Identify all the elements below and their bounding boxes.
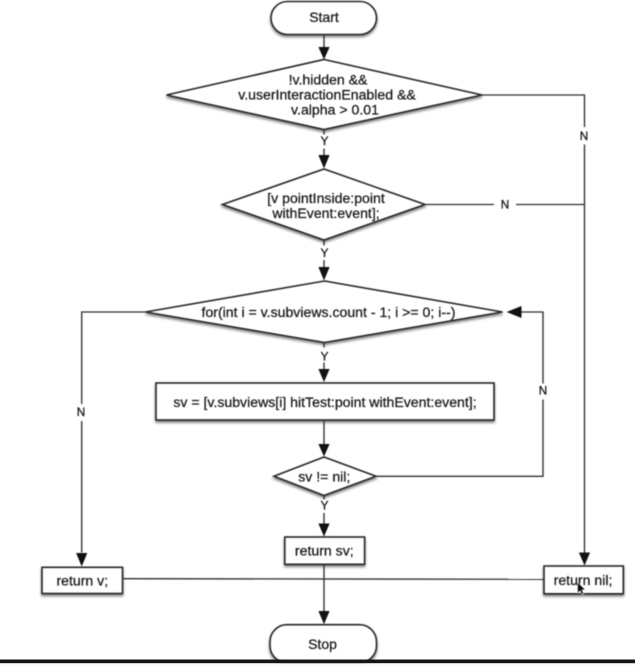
- svg-text:Y: Y: [320, 499, 328, 513]
- svg-text:N: N: [539, 384, 548, 398]
- svg-text:withEvent:event];: withEvent:event];: [271, 205, 379, 221]
- svg-text:return nil;: return nil;: [554, 572, 613, 588]
- svg-text:N: N: [77, 405, 86, 419]
- svg-text:[v pointInside:point: [v pointInside:point: [267, 190, 385, 206]
- svg-text:Y: Y: [320, 350, 328, 364]
- svg-text:N: N: [580, 129, 589, 143]
- svg-text:for(int i = v.subviews.count -: for(int i = v.subviews.count - 1; i >= 0…: [202, 304, 456, 320]
- svg-text:v.userInteractionEnabled &&: v.userInteractionEnabled &&: [238, 87, 416, 103]
- svg-text:Y: Y: [320, 134, 328, 148]
- svg-text:!v.hidden &&: !v.hidden &&: [289, 71, 368, 87]
- svg-text:sv = [v.subviews[i] hitTest:po: sv = [v.subviews[i] hitTest:point withEv…: [173, 394, 476, 410]
- svg-text:return v;: return v;: [56, 572, 108, 588]
- svg-text:Stop: Stop: [308, 636, 337, 652]
- svg-text:Y: Y: [320, 246, 328, 260]
- svg-text:N: N: [501, 197, 510, 211]
- svg-text:sv != nil;: sv != nil;: [298, 468, 350, 484]
- svg-text:Start: Start: [309, 9, 339, 25]
- svg-text:return sv;: return sv;: [295, 543, 354, 559]
- svg-text:v.alpha > 0.01: v.alpha > 0.01: [291, 101, 379, 117]
